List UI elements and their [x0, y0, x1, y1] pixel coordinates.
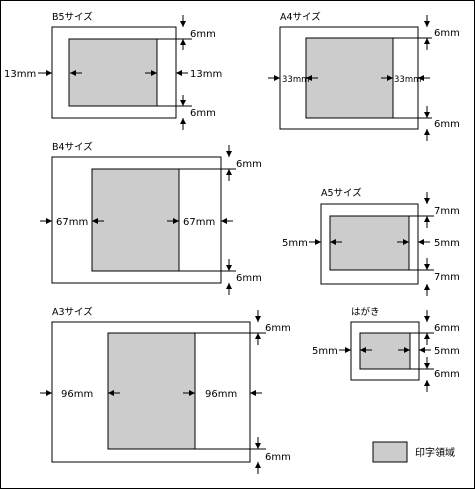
b4-diagram: B4サイズ 6mm 6mm 67mm 67mm [40, 141, 262, 295]
a4-bottom-margin: 6mm [434, 119, 460, 130]
b4-print-area [91, 168, 180, 272]
a5-bottom-margin: 7mm [434, 272, 460, 283]
a4-left-margin: 33mm [282, 75, 309, 85]
hagaki-title: はがき [351, 306, 380, 318]
b5-diagram: B5サイズ 6mm 6mm 13mm 13mm [4, 11, 222, 130]
legend: 印字領域 [372, 441, 455, 463]
b5-bottom-margin: 6mm [190, 108, 216, 119]
legend-swatch [372, 441, 408, 463]
a5-print-area [329, 215, 410, 271]
a3-print-area [107, 332, 196, 450]
b5-print-area [68, 38, 158, 107]
b4-right-margin: 67mm [183, 217, 215, 228]
a3-title: A3サイズ [52, 306, 93, 318]
a5-top-margin: 7mm [434, 206, 460, 217]
hagaki-top-margin: 6mm [434, 323, 460, 334]
hagaki-print-area [359, 332, 411, 370]
a4-print-area [305, 37, 394, 119]
hagaki-right-margin: 5mm [434, 346, 460, 357]
a5-right-margin: 5mm [434, 238, 460, 249]
b5-top-margin: 6mm [190, 29, 216, 40]
hagaki-bottom-margin: 6mm [434, 369, 460, 380]
a4-title: A4サイズ [280, 11, 321, 23]
a3-top-margin: 6mm [265, 323, 291, 334]
b4-left-margin: 67mm [56, 217, 88, 228]
a3-right-margin: 96mm [205, 389, 237, 400]
b4-bottom-margin: 6mm [236, 273, 262, 284]
a5-diagram: A5サイズ 7mm 7mm 5mm 5mm [282, 187, 460, 296]
a3-left-margin: 96mm [61, 389, 93, 400]
b5-right-margin: 13mm [190, 69, 222, 80]
a3-diagram: A3サイズ 6mm 6mm 96mm 96mm [40, 306, 291, 474]
b5-left-margin: 13mm [4, 69, 36, 80]
a4-top-margin: 6mm [434, 28, 460, 39]
a4-right-margin: 33mm [394, 75, 421, 85]
a3-bottom-margin: 6mm [265, 452, 291, 463]
b5-title: B5サイズ [52, 11, 93, 23]
b4-title: B4サイズ [52, 141, 93, 153]
hagaki-diagram: はがき 6mm 6mm 5mm 5mm [312, 306, 460, 392]
legend-label: 印字領域 [415, 446, 455, 459]
a5-title: A5サイズ [321, 187, 362, 199]
hagaki-left-margin: 5mm [312, 346, 338, 357]
a5-left-margin: 5mm [282, 238, 308, 249]
b4-top-margin: 6mm [236, 159, 262, 170]
a4-diagram: A4サイズ 6mm 6mm 33mm 33mm [268, 11, 460, 141]
